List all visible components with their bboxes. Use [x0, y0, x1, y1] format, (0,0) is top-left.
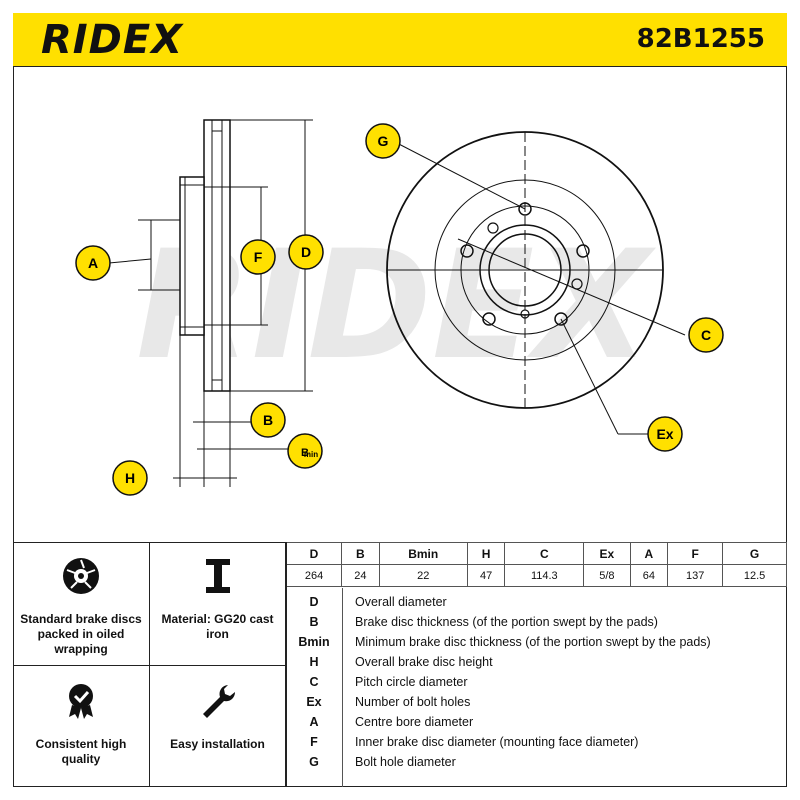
legend-desc: Centre bore diameter — [355, 715, 474, 729]
spec-header: G — [722, 542, 787, 565]
callout-f: F — [240, 239, 276, 275]
legend-desc: Inner brake disc diameter (mounting face… — [355, 735, 639, 749]
callout-ex: Ex — [647, 416, 683, 452]
spec-header-row: D B Bmin H C Ex A F G — [285, 542, 787, 565]
feature-label: Material: GG20 cast iron — [161, 612, 274, 641]
feature-label: Consistent high quality — [35, 737, 127, 766]
callout-b: B — [250, 402, 286, 438]
spec-value: 22 — [378, 564, 468, 587]
spec-header: F — [667, 542, 724, 565]
svg-text:Ex: Ex — [656, 426, 673, 442]
spec-header: Ex — [583, 542, 631, 565]
feature-packaging: Standard brake discs packed in oiled wra… — [13, 542, 150, 665]
legend-code: F — [310, 735, 318, 749]
callout-a: A — [75, 245, 111, 281]
legend-row: H Overall brake disc height — [286, 655, 787, 675]
legend-desc: Overall diameter — [355, 595, 447, 609]
legend-row: Bmin Minimum brake disc thickness (of th… — [286, 635, 787, 655]
spec-header: Bmin — [378, 542, 468, 565]
legend-code: Ex — [306, 695, 322, 709]
svg-text:B: B — [263, 412, 273, 428]
svg-text:min: min — [304, 450, 318, 459]
legend-row: D Overall diameter — [286, 595, 787, 615]
legend-code: Bmin — [298, 635, 330, 649]
callout-g: G — [365, 123, 401, 159]
spec-table: D B Bmin H C Ex A F G 264 24 22 47 114.3… — [285, 542, 787, 587]
legend-code: B — [309, 615, 319, 629]
callout-d: D — [288, 234, 324, 270]
feature-label: Standard brake discs packed in oiled wra… — [20, 612, 142, 656]
svg-text:A: A — [88, 255, 98, 271]
brake-disc-icon — [63, 558, 99, 594]
svg-text:G: G — [378, 133, 389, 149]
part-number: 82B1255 — [636, 24, 765, 54]
legend-desc: Number of bolt holes — [355, 695, 471, 709]
legend-row: C Pitch circle diameter — [286, 675, 787, 695]
feature-quality: Consistent high quality — [13, 665, 150, 787]
spec-header: H — [466, 542, 506, 565]
legend-code: H — [309, 655, 319, 669]
spec-header: D — [285, 542, 343, 565]
spec-header: A — [629, 542, 669, 565]
feature-label: Easy installation — [170, 737, 265, 751]
legend-row: G Bolt hole diameter — [286, 755, 787, 775]
legend-desc: Minimum brake disc thickness (of the por… — [355, 635, 711, 649]
spec-value: 24 — [341, 564, 380, 587]
header-bar: RIDEX 82B1255 — [13, 13, 787, 67]
callout-c: C — [688, 317, 724, 353]
i-beam-icon — [205, 559, 230, 593]
legend-row: Ex Number of bolt holes — [286, 695, 787, 715]
legend-desc: Pitch circle diameter — [355, 675, 468, 689]
panel-divider — [286, 542, 287, 787]
legend-divider — [342, 588, 343, 787]
spec-value: 137 — [667, 564, 724, 587]
legend-code: G — [309, 755, 319, 769]
spec-value: 5/8 — [583, 564, 631, 587]
legend-row: A Centre bore diameter — [286, 715, 787, 735]
technical-drawing: RIDEX — [75, 119, 724, 496]
spec-value: 114.3 — [504, 564, 585, 587]
legend-code: A — [309, 715, 319, 729]
spec-header: B — [341, 542, 380, 565]
legend-row: F Inner brake disc diameter (mounting fa… — [286, 735, 787, 755]
callout-h: H — [112, 460, 148, 496]
svg-text:F: F — [254, 249, 263, 265]
legend-desc: Overall brake disc height — [355, 655, 493, 669]
wrench-icon — [202, 685, 235, 718]
svg-text:B: B — [301, 447, 309, 459]
feature-material: Material: GG20 cast iron — [150, 542, 286, 665]
legend-code: D — [309, 595, 319, 609]
spec-value: 64 — [629, 564, 669, 587]
spec-value: 47 — [466, 564, 506, 587]
callout-bmin: B min — [287, 433, 323, 469]
legend-row: B Brake disc thickness (of the portion s… — [286, 615, 787, 635]
svg-text:D: D — [301, 244, 311, 260]
disc-side-view — [179, 119, 231, 392]
legend-desc: Brake disc thickness (of the portion swe… — [355, 615, 658, 629]
feature-installation: Easy installation — [150, 665, 286, 787]
legend-desc: Bolt hole diameter — [355, 755, 456, 769]
quality-badge-icon — [69, 684, 93, 719]
disc-front-view — [386, 131, 686, 435]
spec-value: 12.5 — [722, 564, 787, 587]
dimension-lines — [108, 119, 313, 487]
spec-value-row: 264 24 22 47 114.3 5/8 64 137 12.5 — [285, 564, 787, 587]
svg-text:H: H — [125, 470, 135, 486]
brand-logo: RIDEX — [41, 17, 184, 63]
spec-value: 264 — [285, 564, 343, 587]
spec-header: C — [504, 542, 585, 565]
legend-code: C — [309, 675, 319, 689]
svg-text:C: C — [701, 327, 711, 343]
